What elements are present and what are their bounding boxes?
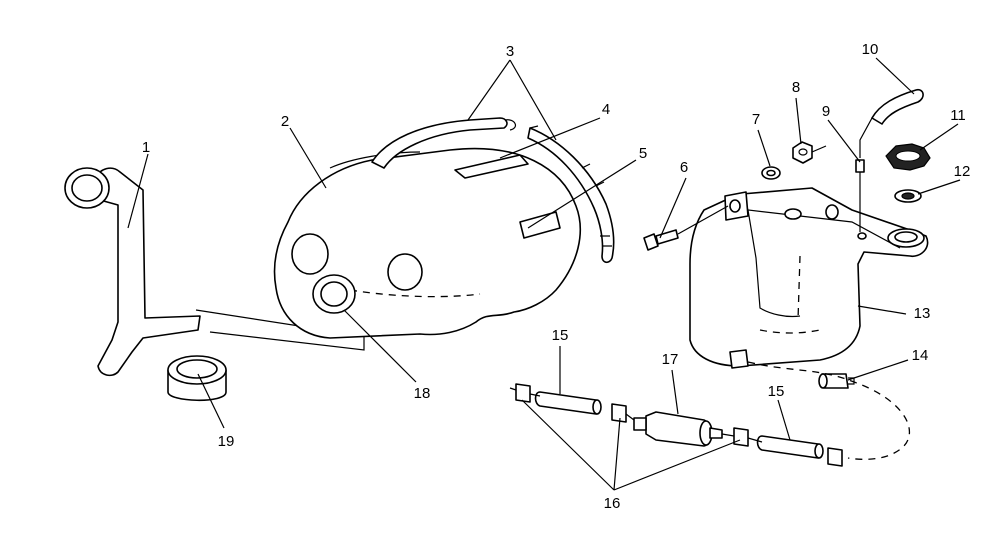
part-14-fitting: [818, 373, 855, 389]
part-13-oil-tank: [689, 187, 929, 369]
part-6-bolt: [643, 205, 729, 251]
part-3-hoses: [371, 117, 615, 264]
callout-18: 18: [414, 385, 431, 402]
fuel-line-dashed: [747, 361, 910, 460]
callout-13: 13: [914, 305, 931, 322]
callout-4: 4: [602, 101, 610, 118]
callout-15-left: 15: [552, 327, 569, 344]
part-15-hose-left: [534, 391, 602, 415]
callout-3: 3: [506, 43, 514, 60]
callout-7: 7: [752, 111, 760, 128]
part-11-cap: [885, 143, 931, 171]
callout-1: 1: [142, 139, 150, 156]
part-8-nut: [792, 141, 827, 164]
callout-5: 5: [639, 145, 647, 162]
callout-11: 11: [950, 107, 966, 124]
callout-14: 14: [912, 347, 929, 364]
callout-16: 16: [604, 495, 621, 512]
part-15-hose-right: [756, 435, 824, 459]
part-1-intake-pipe: [64, 167, 201, 377]
part-17-fuel-filter: [633, 411, 723, 447]
callout-labels: 1 2 3 4 5 6 7 8 9 10 11 12 13 14 15 15 1…: [142, 41, 971, 512]
callout-17: 17: [662, 351, 679, 368]
callout-15-right: 15: [768, 383, 785, 400]
callout-6: 6: [680, 159, 688, 176]
part-12-gasket: [894, 189, 922, 203]
mounting-plate: [195, 309, 365, 351]
callout-2: 2: [281, 113, 289, 130]
part-9-fitting: [855, 159, 865, 232]
part-2-airbox: [273, 147, 582, 339]
part-7-washer: [761, 166, 781, 180]
callout-12: 12: [954, 163, 971, 180]
callout-8: 8: [792, 79, 800, 96]
part-10-vent-hose: [859, 88, 924, 158]
callout-19: 19: [218, 433, 235, 450]
part-16-clamps: [509, 383, 843, 467]
part-19-boot: [167, 355, 227, 402]
leader-lines: [127, 57, 961, 491]
part-18-grommet: [312, 274, 356, 314]
callout-9: 9: [822, 103, 830, 120]
callout-10: 10: [862, 41, 879, 58]
